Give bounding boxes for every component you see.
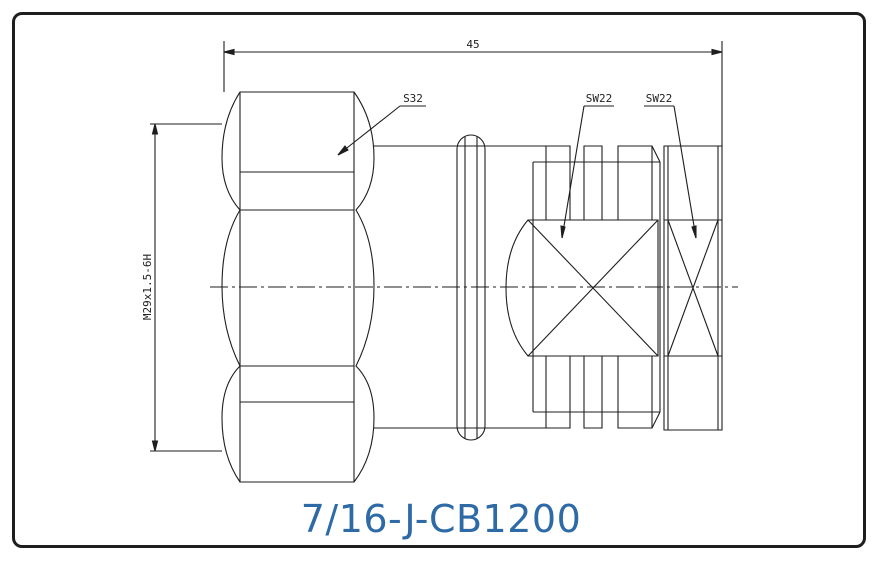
drawing-frame (12, 12, 866, 548)
leader-lines (337, 105, 697, 239)
wrench-flat-2-label: SW22 (646, 92, 673, 105)
overall-length-label: 45 (466, 38, 479, 51)
hex-nut (221, 91, 375, 483)
thread-dimension (150, 123, 222, 452)
thread-label: M29x1.5-6H (141, 254, 154, 320)
wrench-flat-1-label: SW22 (586, 92, 613, 105)
hex-nut-label: S32 (403, 92, 423, 105)
front-hex (663, 145, 723, 431)
overall-length-dimension (223, 41, 723, 147)
page-title: 7/16-J-CB1200 (300, 497, 582, 541)
wrench-flat-1 (505, 219, 659, 357)
